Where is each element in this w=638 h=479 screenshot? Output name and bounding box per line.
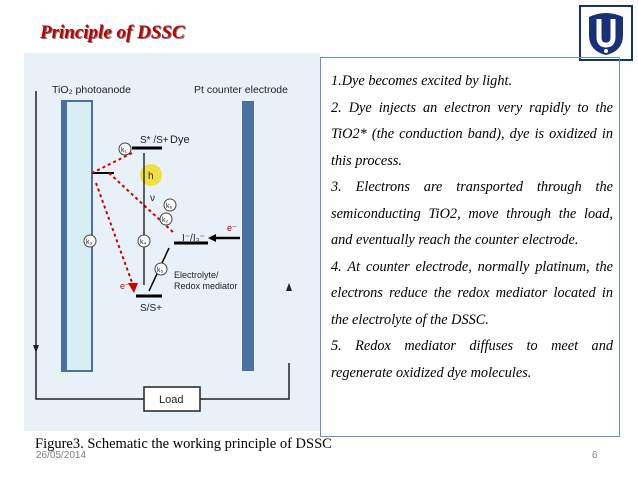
dssc-schematic: TiO₂ photoanode Pt counter electrode S* … [24,53,320,431]
counter-electrode-label: Pt counter electrode [194,84,288,96]
excited-state-label: S* /S+ [140,135,169,146]
footer-date: 26/05/2014 [36,450,87,461]
svg-text:Redox mediator: Redox mediator [174,281,238,291]
university-logo-icon [579,5,633,61]
slide-title: Principle of DSSC [40,22,185,43]
svg-text:h: h [148,171,154,182]
dye-circle [140,164,162,186]
electron-label-left: e⁻ [120,281,130,291]
page-number: 6 [592,450,598,461]
principle-2: 2. Dye injects an electron very rapidly … [331,99,613,169]
svg-text:k₃: k₃ [86,239,93,246]
svg-text:k₁: k₁ [121,147,128,154]
circuit-wire [35,91,144,400]
svg-text:k₂: k₂ [162,217,169,224]
svg-text:k₄: k₄ [140,239,147,246]
load-label: Load [159,394,183,406]
svg-text:k₆: k₆ [166,203,173,210]
load-box [143,386,201,412]
principle-1: 1.Dye becomes excited by light. [331,73,513,89]
principle-5: 5. Redox mediator diffuses to meet and r… [331,338,613,381]
pt-counter-electrode [242,101,254,371]
electron-label-right: e⁻ [227,223,237,233]
svg-text:k₅: k₅ [157,267,164,274]
photoanode-label: TiO₂ photoanode [52,84,131,96]
redox-label: I⁻/I₃⁻ [182,233,205,244]
svg-text:Electrolyte/: Electrolyte/ [174,270,219,280]
ground-state-label: S/S+ [140,303,162,314]
principles-box: 1.Dye becomes excited by light. 2. Dye i… [320,57,620,437]
principle-3: 3. Electrons are transported through the… [331,179,613,248]
figure-caption: Figure3. Schematic the working principle… [35,436,332,452]
principle-4: 4. At counter electrode, normally platin… [331,258,613,328]
svg-text:ν: ν [150,193,155,204]
dye-label: Dye [170,134,190,146]
